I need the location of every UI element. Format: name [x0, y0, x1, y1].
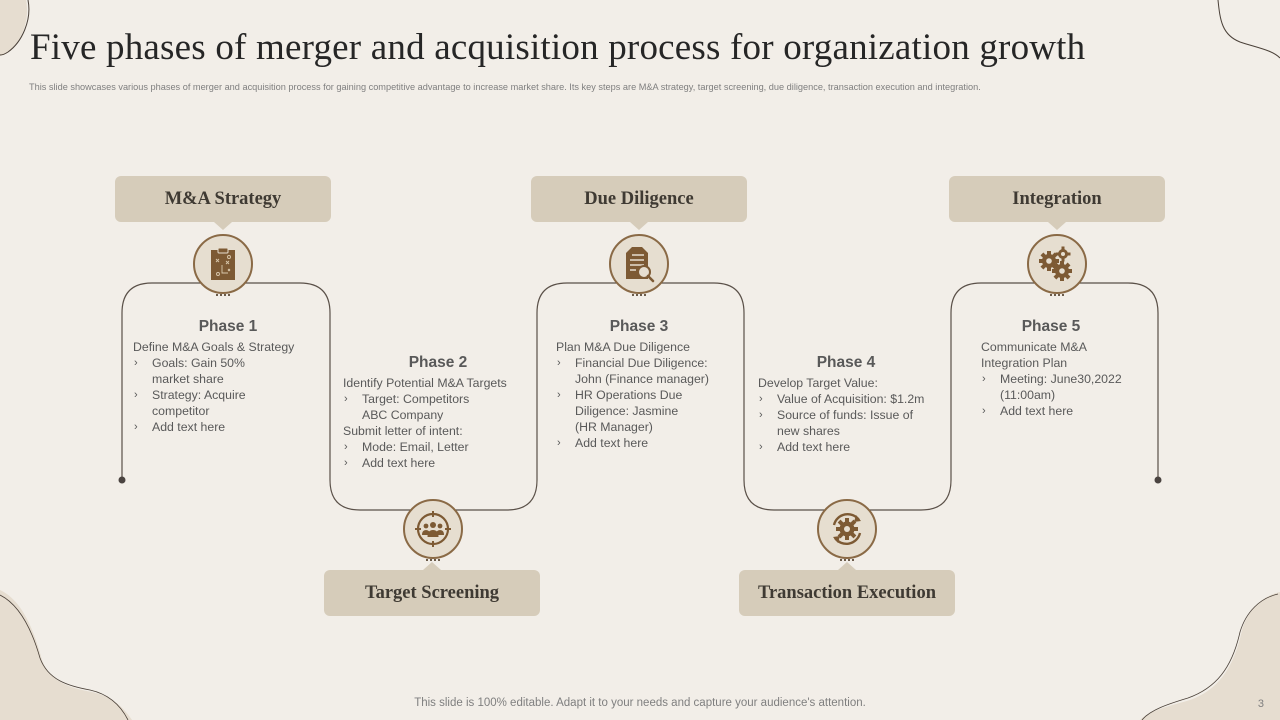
- phase-text: Develop Target Value:: [758, 376, 878, 390]
- phase-title: Phase 2: [408, 354, 468, 371]
- phase-bullet: ›Add text here: [759, 440, 851, 454]
- phase-title: Phase 1: [198, 318, 258, 335]
- bullet-chevron-icon: ›: [759, 409, 763, 421]
- phase-bullet: ›Target: Competitors ABC Company: [344, 392, 470, 422]
- page-number: 3: [1257, 698, 1264, 710]
- phase-text: Communicate M&A Integration Plan: [981, 340, 1087, 370]
- slide-title: Five phases of merger and acquisition pr…: [30, 27, 1086, 68]
- stage-icon-integration: [1027, 234, 1087, 297]
- target-group-icon: [415, 511, 451, 547]
- dots-decoration: [1050, 294, 1064, 297]
- stage-label-target-screening: Target Screening: [324, 562, 540, 616]
- phase-1-block: Phase 1 Define M&A Goals & Strategy ›Goa…: [133, 319, 323, 435]
- phase-bullet: ›HR Operations Due Diligence: Jasmine (H…: [557, 388, 683, 434]
- phase-text: Define M&A Goals & Strategy: [133, 340, 295, 354]
- phase-bullet: ›Strategy: Acquire competitor: [134, 388, 246, 418]
- phase-title: Phase 5: [1021, 318, 1081, 335]
- bullet-chevron-icon: ›: [344, 457, 348, 469]
- bullet-chevron-icon: ›: [557, 437, 561, 449]
- bullet-chevron-icon: ›: [557, 357, 561, 369]
- dots-decoration: [840, 559, 854, 562]
- bullet-chevron-icon: ›: [557, 389, 561, 401]
- phase-3-block: Phase 3 Plan M&A Due Diligence ›Financia…: [556, 319, 736, 451]
- phase-2-block: Phase 2 Identify Potential M&A Targets ›…: [343, 355, 533, 471]
- phase-title: Phase 4: [816, 354, 876, 371]
- stage-icon-due-diligence: [609, 234, 669, 297]
- gears-icon: [1039, 246, 1072, 281]
- phase-text: Plan M&A Due Diligence: [556, 340, 690, 354]
- phase-text: Identify Potential M&A Targets: [343, 376, 507, 390]
- stage-label-transaction-execution: Transaction Execution: [739, 562, 955, 616]
- gear-cycle-icon: [832, 513, 862, 545]
- phase-bullet: ›Add text here: [344, 456, 436, 470]
- bullet-chevron-icon: ›: [982, 405, 986, 417]
- dots-decoration: [632, 294, 646, 297]
- bullet-chevron-icon: ›: [134, 421, 138, 433]
- phase-bullet: ›Financial Due Diligence: John (Finance …: [557, 356, 709, 386]
- stage-icon-ma-strategy: [193, 234, 253, 297]
- phase-5-block: Phase 5 Communicate M&A Integration Plan…: [981, 319, 1141, 419]
- stage-icon-target-screening: [403, 499, 463, 562]
- bullet-chevron-icon: ›: [134, 389, 138, 401]
- stage-icon-transaction-execution: [817, 499, 877, 562]
- phase-bullet: ›Value of Acquisition: $1.2m: [759, 392, 925, 406]
- phase-4-block: Phase 4 Develop Target Value: ›Value of …: [758, 355, 943, 455]
- bullet-chevron-icon: ›: [982, 373, 986, 385]
- stage-label-due-diligence: Due Diligence: [531, 176, 747, 230]
- dots-decoration: [216, 294, 230, 297]
- phase-title: Phase 3: [609, 318, 669, 335]
- slide-subtitle: This slide showcases various phases of m…: [29, 82, 981, 92]
- slide-footer: This slide is 100% editable. Adapt it to…: [414, 697, 866, 709]
- phase-bullet: ›Mode: Email, Letter: [344, 440, 469, 454]
- bullet-chevron-icon: ›: [759, 393, 763, 405]
- bullet-chevron-icon: ›: [759, 441, 763, 453]
- bullet-chevron-icon: ›: [134, 357, 138, 369]
- document-search-icon: [626, 247, 655, 283]
- phase-text: Submit letter of intent:: [343, 424, 463, 438]
- phase-bullet: ›Add text here: [134, 420, 226, 434]
- bullet-chevron-icon: ›: [344, 393, 348, 405]
- stage-label-integration: Integration: [949, 176, 1165, 230]
- phase-bullet: ›Add text here: [982, 404, 1074, 418]
- stage-label-ma-strategy: M&A Strategy: [115, 176, 331, 230]
- phase-bullet: ›Source of funds: Issue of new shares: [759, 408, 914, 438]
- dots-decoration: [426, 559, 440, 562]
- phase-bullet: ›Add text here: [557, 436, 649, 450]
- phase-bullet: ›Meeting: June30,2022 (11:00am): [982, 372, 1122, 402]
- clipboard-strategy-icon: [211, 247, 235, 280]
- phase-bullet: ›Goals: Gain 50% market share: [134, 356, 245, 386]
- bullet-chevron-icon: ›: [344, 441, 348, 453]
